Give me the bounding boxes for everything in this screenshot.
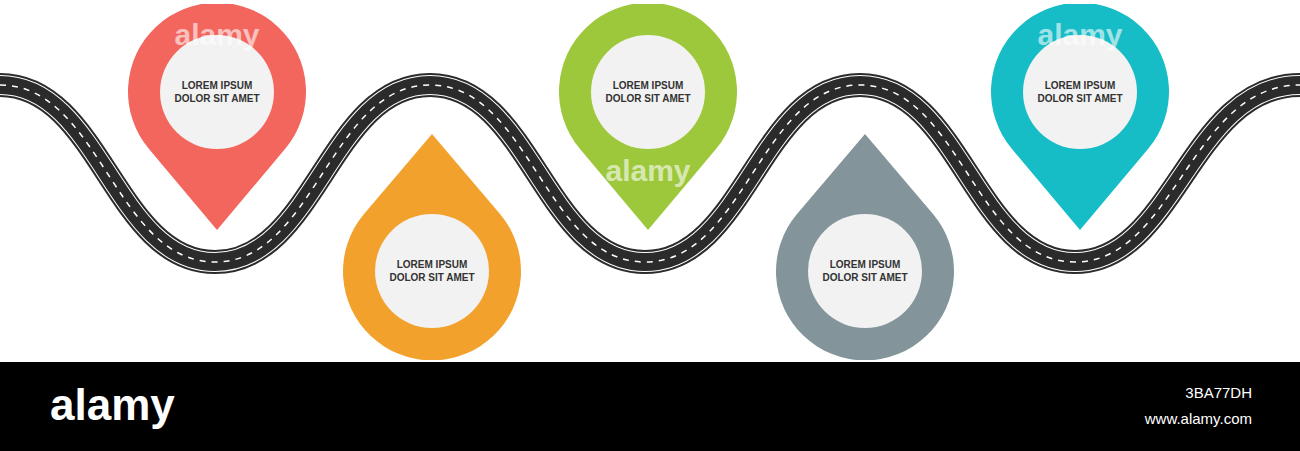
footer-logo: alamy — [50, 380, 175, 430]
watermark: alamy — [1037, 18, 1122, 52]
pin-shape — [775, 134, 955, 360]
pin-label: LOREM IPSUM DOLOR SIT AMET — [386, 258, 478, 284]
pin-shape — [342, 134, 522, 360]
pin-label: LOREM IPSUM DOLOR SIT AMET — [171, 79, 263, 105]
pin-label: LOREM IPSUM DOLOR SIT AMET — [819, 258, 911, 284]
watermark: alamy — [605, 154, 690, 188]
image-id: 3BA77DH — [1185, 384, 1252, 401]
pin-label: LOREM IPSUM DOLOR SIT AMET — [1034, 79, 1126, 105]
pin-shape — [558, 4, 738, 230]
watermark: alamy — [174, 18, 259, 52]
location-pin: LOREM IPSUM DOLOR SIT AMET — [775, 134, 955, 360]
location-pin: LOREM IPSUM DOLOR SIT AMET — [342, 134, 522, 360]
pin-label: LOREM IPSUM DOLOR SIT AMET — [602, 79, 694, 105]
footer-bar — [0, 362, 1300, 451]
footer-url: www.alamy.com — [1145, 410, 1252, 427]
location-pin: LOREM IPSUM DOLOR SIT AMET — [558, 4, 738, 230]
